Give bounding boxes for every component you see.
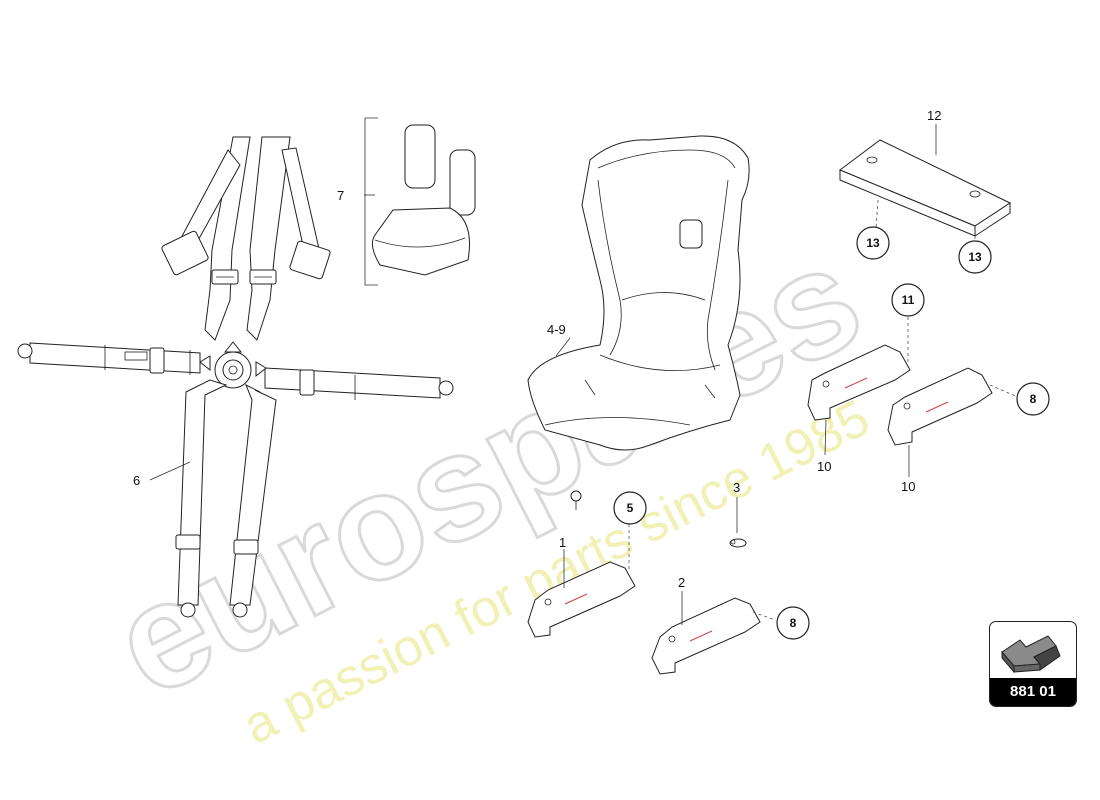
label-6: 6 (133, 473, 140, 488)
leader-lines (149, 124, 1021, 625)
side-mount-upper-right (887, 367, 993, 446)
seat-shell (527, 135, 750, 451)
label-11: 11 (902, 293, 915, 307)
label-1: 1 (559, 535, 566, 550)
label-10a: 10 (817, 459, 831, 474)
harness-belt (17, 136, 454, 618)
seat-pads (364, 117, 476, 286)
label-8b: 8 (790, 616, 797, 630)
arrow-icon (1001, 635, 1061, 674)
label-8a: 8 (1030, 392, 1037, 406)
side-mount-upper-left (807, 344, 911, 421)
label-12: 12 (927, 108, 941, 123)
label-3: 3 (733, 480, 740, 495)
label-13a: 13 (866, 236, 880, 250)
side-mount-lower-left (527, 561, 636, 638)
seat-cushion-box (838, 139, 1012, 237)
callout-8a: 8 (1016, 382, 1050, 416)
callout-13b: 13 (958, 240, 992, 274)
label-5: 5 (627, 501, 634, 515)
callout-5: 5 (613, 491, 647, 525)
callout-8b: 8 (776, 606, 810, 640)
reference-box: 881 01 (989, 621, 1077, 707)
eye-bolt (570, 490, 582, 510)
callout-11: 11 (891, 283, 925, 317)
label-2: 2 (678, 575, 685, 590)
watermark: eurospares a passion for parts since 198… (87, 210, 887, 756)
reference-code: 881 01 (990, 678, 1076, 706)
ring-nut (729, 538, 747, 548)
label-13b: 13 (968, 250, 982, 264)
label-4-9: 4-9 (547, 322, 566, 337)
callout-13a: 13 (856, 226, 890, 260)
label-7: 7 (337, 188, 344, 203)
label-10b: 10 (901, 479, 915, 494)
side-mount-lower-right (651, 597, 761, 675)
